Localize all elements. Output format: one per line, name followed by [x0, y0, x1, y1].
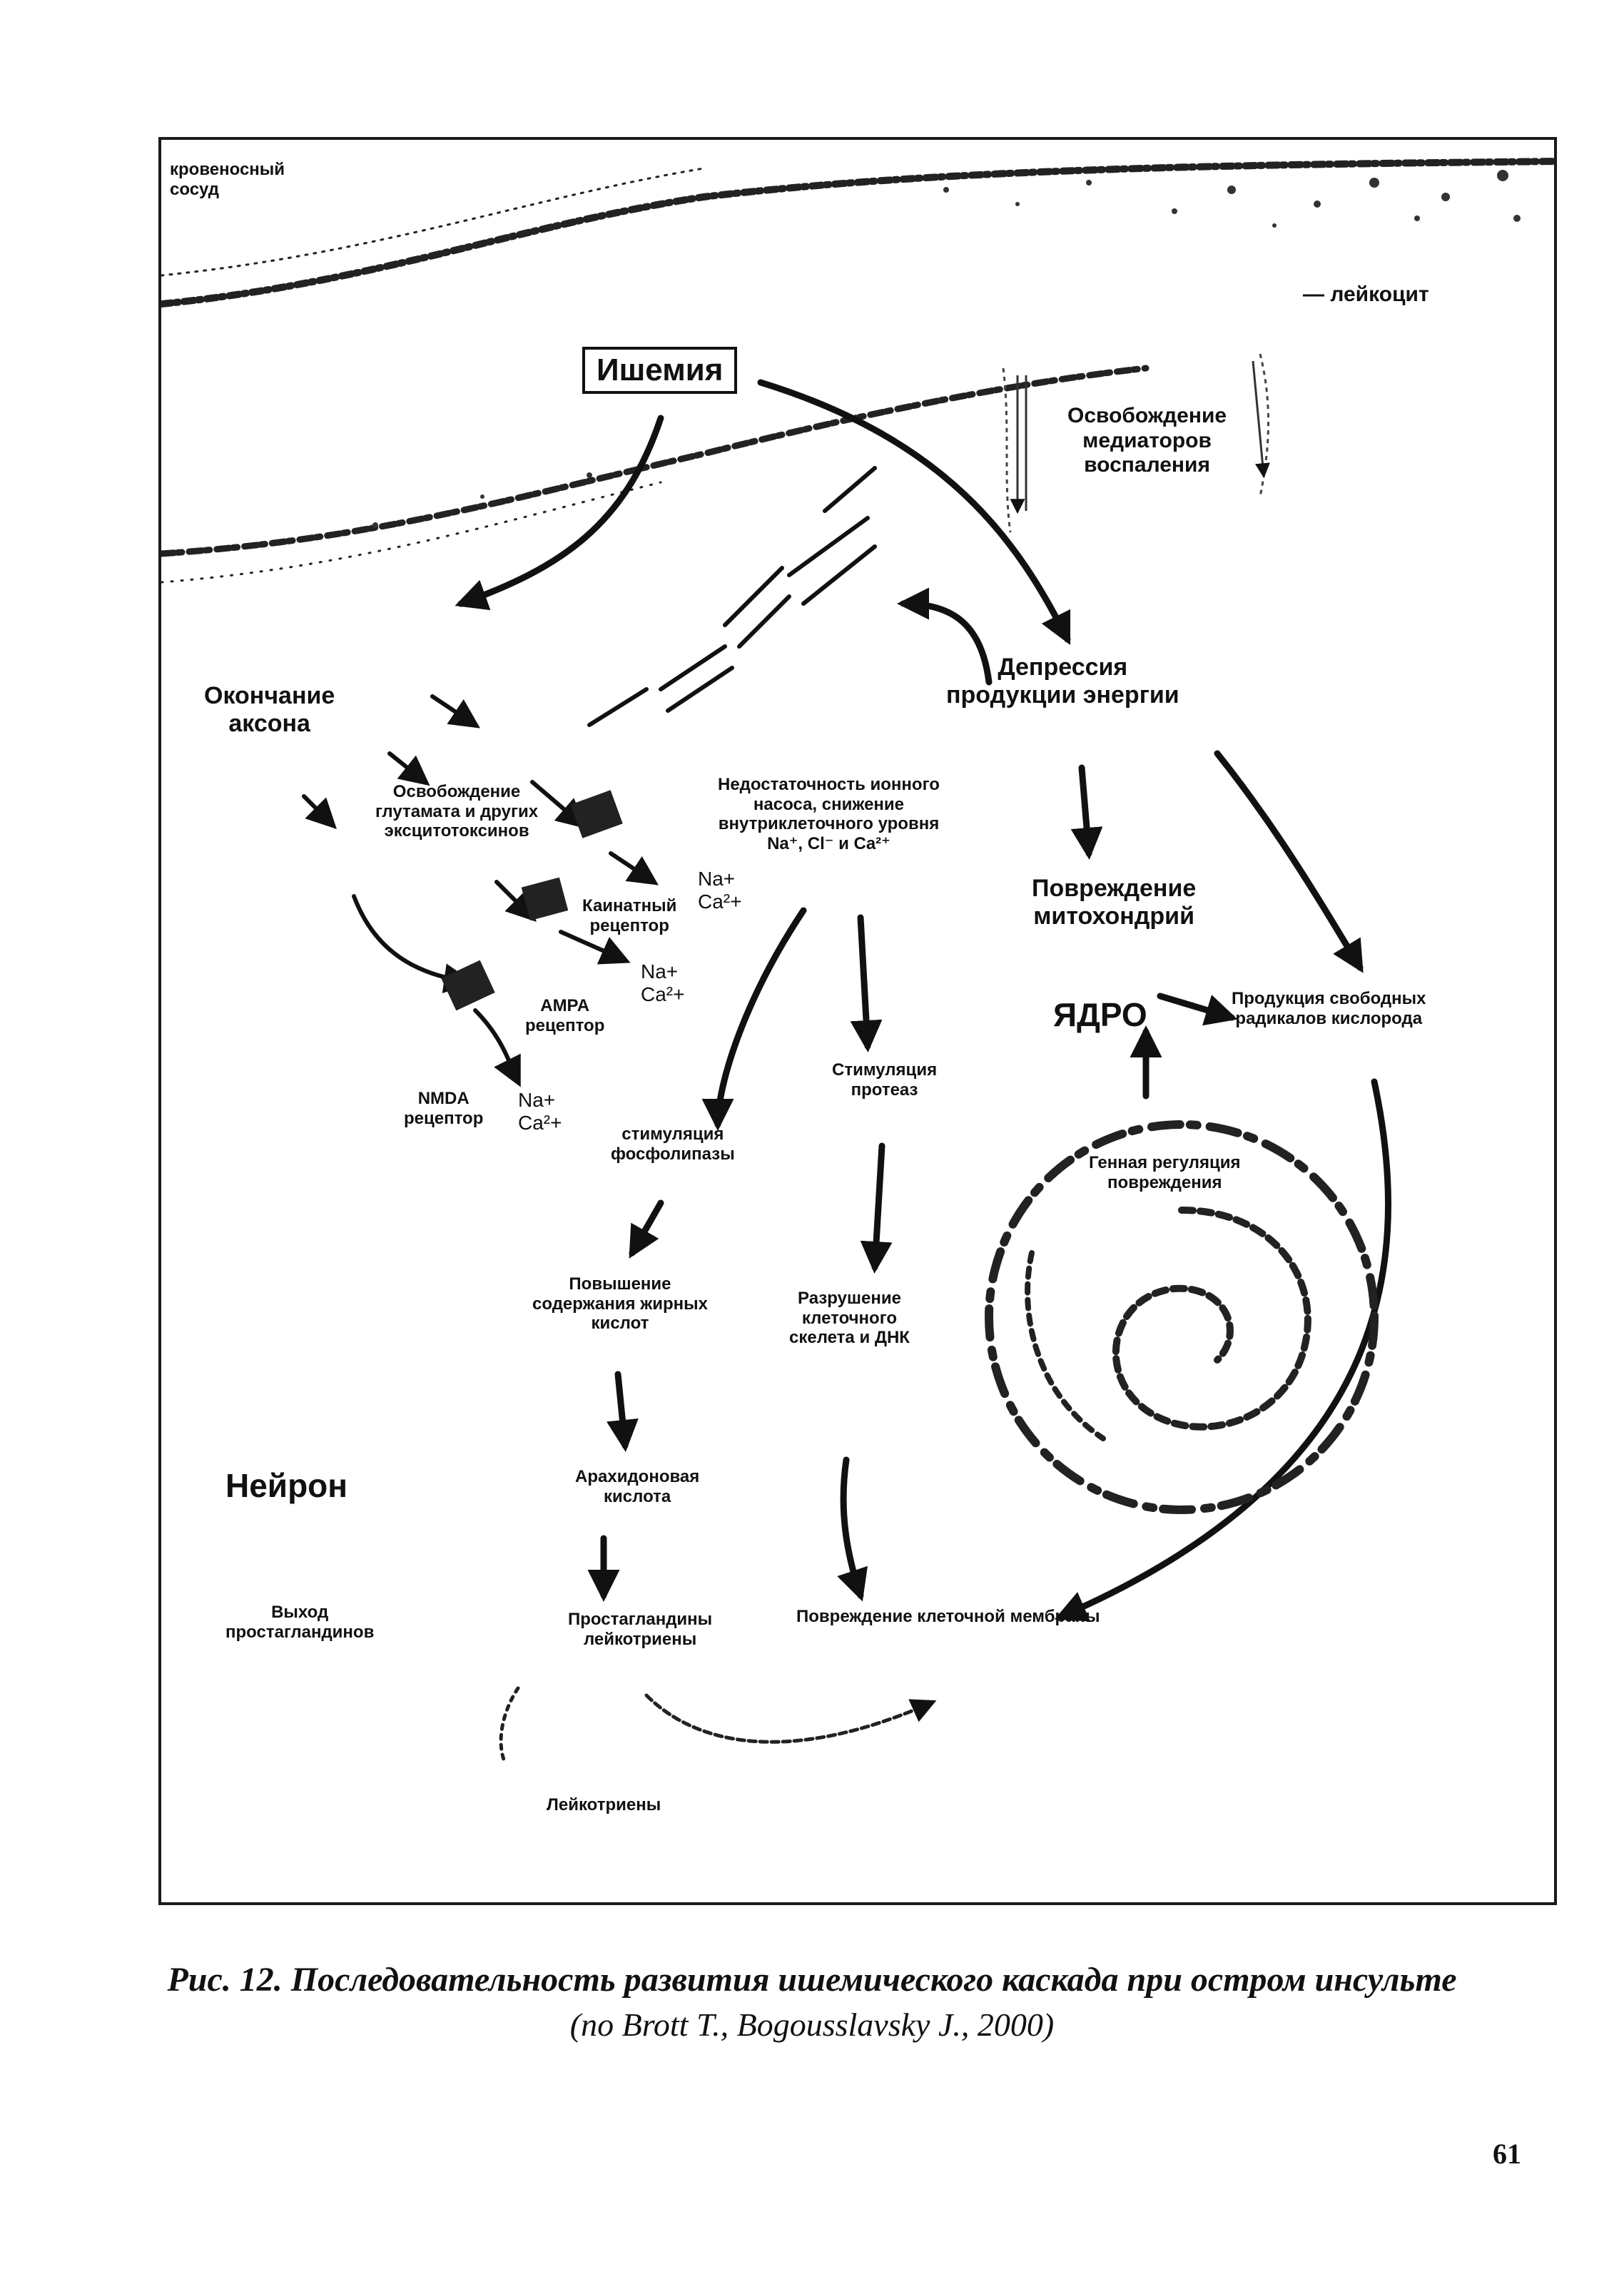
arrow-phospholipase-to-fatty: [629, 1199, 664, 1259]
neuron-label: Нейрон: [225, 1467, 348, 1504]
arrow-energy-to-mito: [1070, 764, 1103, 860]
diagram-artwork: [161, 158, 1554, 1762]
arrow-kainate-ions: [609, 851, 659, 885]
ion-channel-marks: [587, 466, 877, 727]
leukocyte-label: — лейкоцит: [1303, 283, 1429, 306]
receptor-shapes: [441, 790, 623, 1011]
arrow-protease-to-skeleton: [860, 1142, 893, 1274]
arrow-nmda-ions: [473, 1008, 521, 1087]
ions-nmda: Na+Ca²+: [518, 1089, 562, 1135]
page-number: 61: [1493, 2138, 1521, 2170]
arrow-axon-1: [430, 694, 480, 729]
arrow-ampa-ions: [559, 930, 631, 965]
arrow-fatty-to-arachidonic: [607, 1371, 639, 1452]
arrow-pump-to-phospholipase: [701, 907, 807, 1131]
blood-vessel: [161, 158, 1554, 584]
ischemia-box: Ишемия: [582, 347, 738, 394]
arrow-mito-to-radicals: [1157, 993, 1238, 1026]
arrow-to-ampa: [494, 880, 537, 922]
arrow-to-kainate: [530, 780, 587, 829]
figure-caption: Рис. 12. Последовательность развития ише…: [0, 1959, 1624, 2046]
arrow-axon-3: [302, 794, 337, 829]
vessel-texture: [372, 170, 1521, 528]
arrow-axon-2: [387, 751, 430, 786]
membrane-damage-label: Повреждение клеточной мембраны: [796, 1607, 1100, 1626]
arrow-energy-to-membrane-top: [897, 587, 993, 686]
arrow-to-membrane-1: [837, 1456, 868, 1602]
ions-ampa: Na+Ca²+: [641, 960, 685, 1006]
ions-kainate: Na+Ca²+: [698, 868, 742, 913]
arrow-radicals-to-membrane: [1054, 1078, 1392, 1622]
nucleus-label: ЯДРО: [1053, 996, 1147, 1033]
arrow-axon-4: [352, 894, 474, 994]
leukotrienes-label: Лейкотриены: [547, 1795, 661, 1814]
arrow-ischemia-to-energy: [757, 379, 1071, 646]
arrow-ischemia-to-neuron: [455, 415, 664, 611]
arrow-leukotriene-cycle: [644, 1693, 937, 1744]
caption-title: Рис. 12. Последовательность развития ише…: [167, 1961, 1457, 1999]
arrow-pump-to-protease: [850, 914, 883, 1052]
arrow-inflammation-right: [1252, 360, 1270, 479]
caption-source: (по Brott T., Bogousslavsky J., 2000): [569, 2006, 1055, 2043]
leukocyte-lines: [1002, 353, 1270, 533]
nucleus-shape: [985, 1120, 1379, 1514]
arrow-energy-to-radicals: [1214, 750, 1364, 973]
